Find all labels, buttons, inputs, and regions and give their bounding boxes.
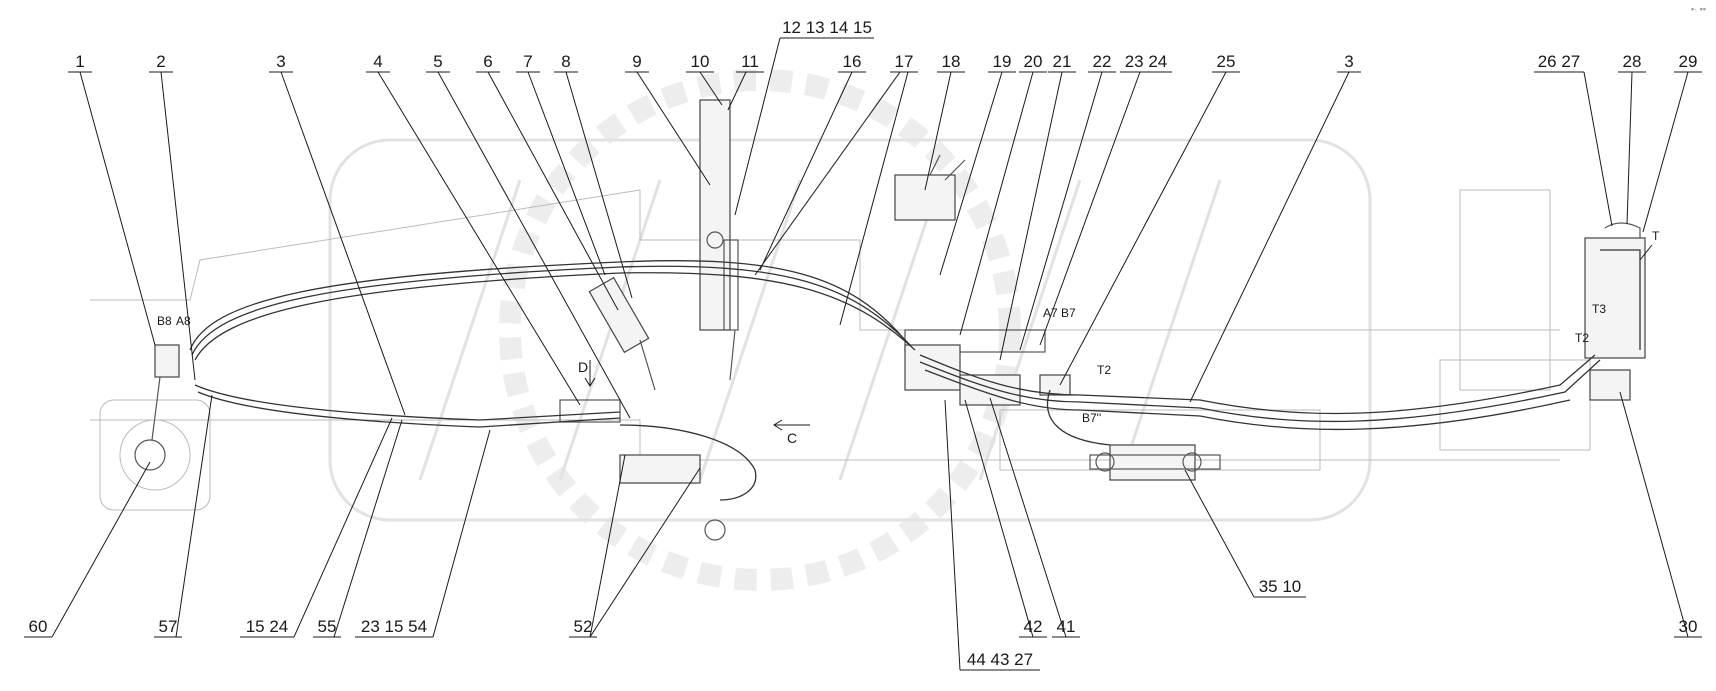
callout-8: 8: [554, 52, 633, 299]
svg-text:12 13 14 15: 12 13 14 15: [782, 18, 872, 37]
port-label-b8: B8: [157, 314, 172, 328]
corner-mark: ▪· ▪▪: [1691, 4, 1706, 14]
svg-text:8: 8: [561, 52, 570, 71]
callout-60: 60: [24, 461, 151, 638]
svg-text:21: 21: [1053, 52, 1072, 71]
svg-text:3: 3: [276, 52, 285, 71]
svg-text:35 10: 35 10: [1259, 577, 1302, 596]
cylinder-7: [588, 276, 656, 391]
hose-bundle: [189, 249, 1641, 501]
callout-55: 55: [313, 419, 403, 638]
svg-text:26 27: 26 27: [1538, 52, 1581, 71]
port-label-b7: B7: [1061, 306, 1076, 320]
port-label-b7-double-prime: B7'': [1082, 411, 1101, 425]
callout-9: 9: [625, 52, 711, 186]
view-indicator-d: D: [578, 359, 596, 387]
svg-text:23 15 54: 23 15 54: [361, 617, 427, 636]
callout-5: 5: [426, 52, 631, 419]
svg-text:D: D: [578, 359, 588, 375]
callout-29: 29: [1642, 52, 1702, 233]
svg-text:16: 16: [843, 52, 862, 71]
callout-2: 2: [149, 52, 196, 381]
svg-text:C: C: [787, 430, 797, 446]
callout-30: 30: [1619, 391, 1702, 638]
port-label-t3: T3: [1592, 302, 1606, 316]
callout-3-left: 3: [269, 52, 406, 416]
svg-text:10: 10: [691, 52, 710, 71]
callout-22: 22: [1019, 52, 1116, 351]
distributor-left: [134, 344, 180, 471]
callout-25: 25: [1059, 52, 1240, 386]
oil-tank: [1584, 222, 1646, 401]
svg-text:55: 55: [318, 617, 337, 636]
callout-16: 16: [759, 52, 866, 271]
svg-text:23 24: 23 24: [1125, 52, 1168, 71]
svg-text:60: 60: [29, 617, 48, 636]
callout-12-13-14-15: 12 13 14 15: [734, 18, 874, 216]
callout-20: 20: [959, 52, 1047, 336]
svg-text:7: 7: [523, 52, 532, 71]
svg-text:17: 17: [895, 52, 914, 71]
svg-text:30: 30: [1679, 617, 1698, 636]
machine-frame: [90, 189, 1591, 511]
svg-text:9: 9: [632, 52, 641, 71]
svg-text:3: 3: [1344, 52, 1353, 71]
port-label-a8: A8: [176, 314, 191, 328]
callout-41: 41: [989, 397, 1080, 638]
svg-text:52: 52: [574, 617, 593, 636]
callout-21: 21: [999, 52, 1076, 361]
callout-1: 1: [68, 52, 156, 346]
callout-19: 19: [939, 52, 1016, 276]
svg-text:4: 4: [373, 52, 382, 71]
port-label-t2-right: T2: [1575, 331, 1589, 345]
cylinder-9: [699, 99, 739, 381]
svg-text:5: 5: [433, 52, 442, 71]
svg-text:22: 22: [1093, 52, 1112, 71]
callout-17: 17: [754, 52, 918, 326]
callout-52: 52: [569, 454, 701, 638]
svg-text:25: 25: [1217, 52, 1236, 71]
svg-text:2: 2: [156, 52, 165, 71]
callout-44-43-27: 44 43 27: [944, 399, 1040, 671]
svg-text:6: 6: [483, 52, 492, 71]
svg-text:42: 42: [1024, 617, 1043, 636]
port-label-t: T: [1652, 229, 1660, 243]
callout-23-15-54: 23 15 54: [355, 429, 491, 638]
svg-text:44 43 27: 44 43 27: [967, 650, 1033, 669]
callout-10-top: 10: [686, 52, 723, 106]
svg-text:29: 29: [1679, 52, 1698, 71]
svg-text:28: 28: [1623, 52, 1642, 71]
svg-text:19: 19: [993, 52, 1012, 71]
callout-7: 7: [516, 52, 606, 276]
svg-text:15 24: 15 24: [246, 617, 289, 636]
callout-4: 4: [366, 52, 581, 406]
svg-text:11: 11: [741, 52, 759, 71]
callout-42: 42: [964, 399, 1047, 638]
cylinder-bottom-left: [559, 399, 726, 541]
callout-28: 28: [1618, 52, 1646, 225]
svg-text:18: 18: [942, 52, 961, 71]
callout-18: 18: [924, 52, 965, 191]
callout-26-27: 26 27: [1534, 52, 1613, 227]
svg-text:41: 41: [1057, 617, 1076, 636]
port-label-a7: A7: [1043, 306, 1058, 320]
callout-23-24-top: 23 24: [1039, 52, 1172, 346]
svg-text:1: 1: [75, 52, 84, 71]
callout-57: 57: [154, 394, 213, 638]
callout-11: 11: [727, 52, 764, 111]
view-indicator-c: C: [773, 419, 810, 446]
port-label-t2-center: T2: [1097, 363, 1111, 377]
callout-35-10: 35 10: [1184, 469, 1306, 598]
callout-3-right: 3: [1189, 52, 1361, 403]
callout-6: 6: [476, 52, 619, 311]
cylinder-bottom-right: [1089, 444, 1221, 481]
svg-text:20: 20: [1024, 52, 1043, 71]
callout-15-24-bottom: 15 24: [240, 417, 393, 638]
svg-text:57: 57: [159, 617, 178, 636]
